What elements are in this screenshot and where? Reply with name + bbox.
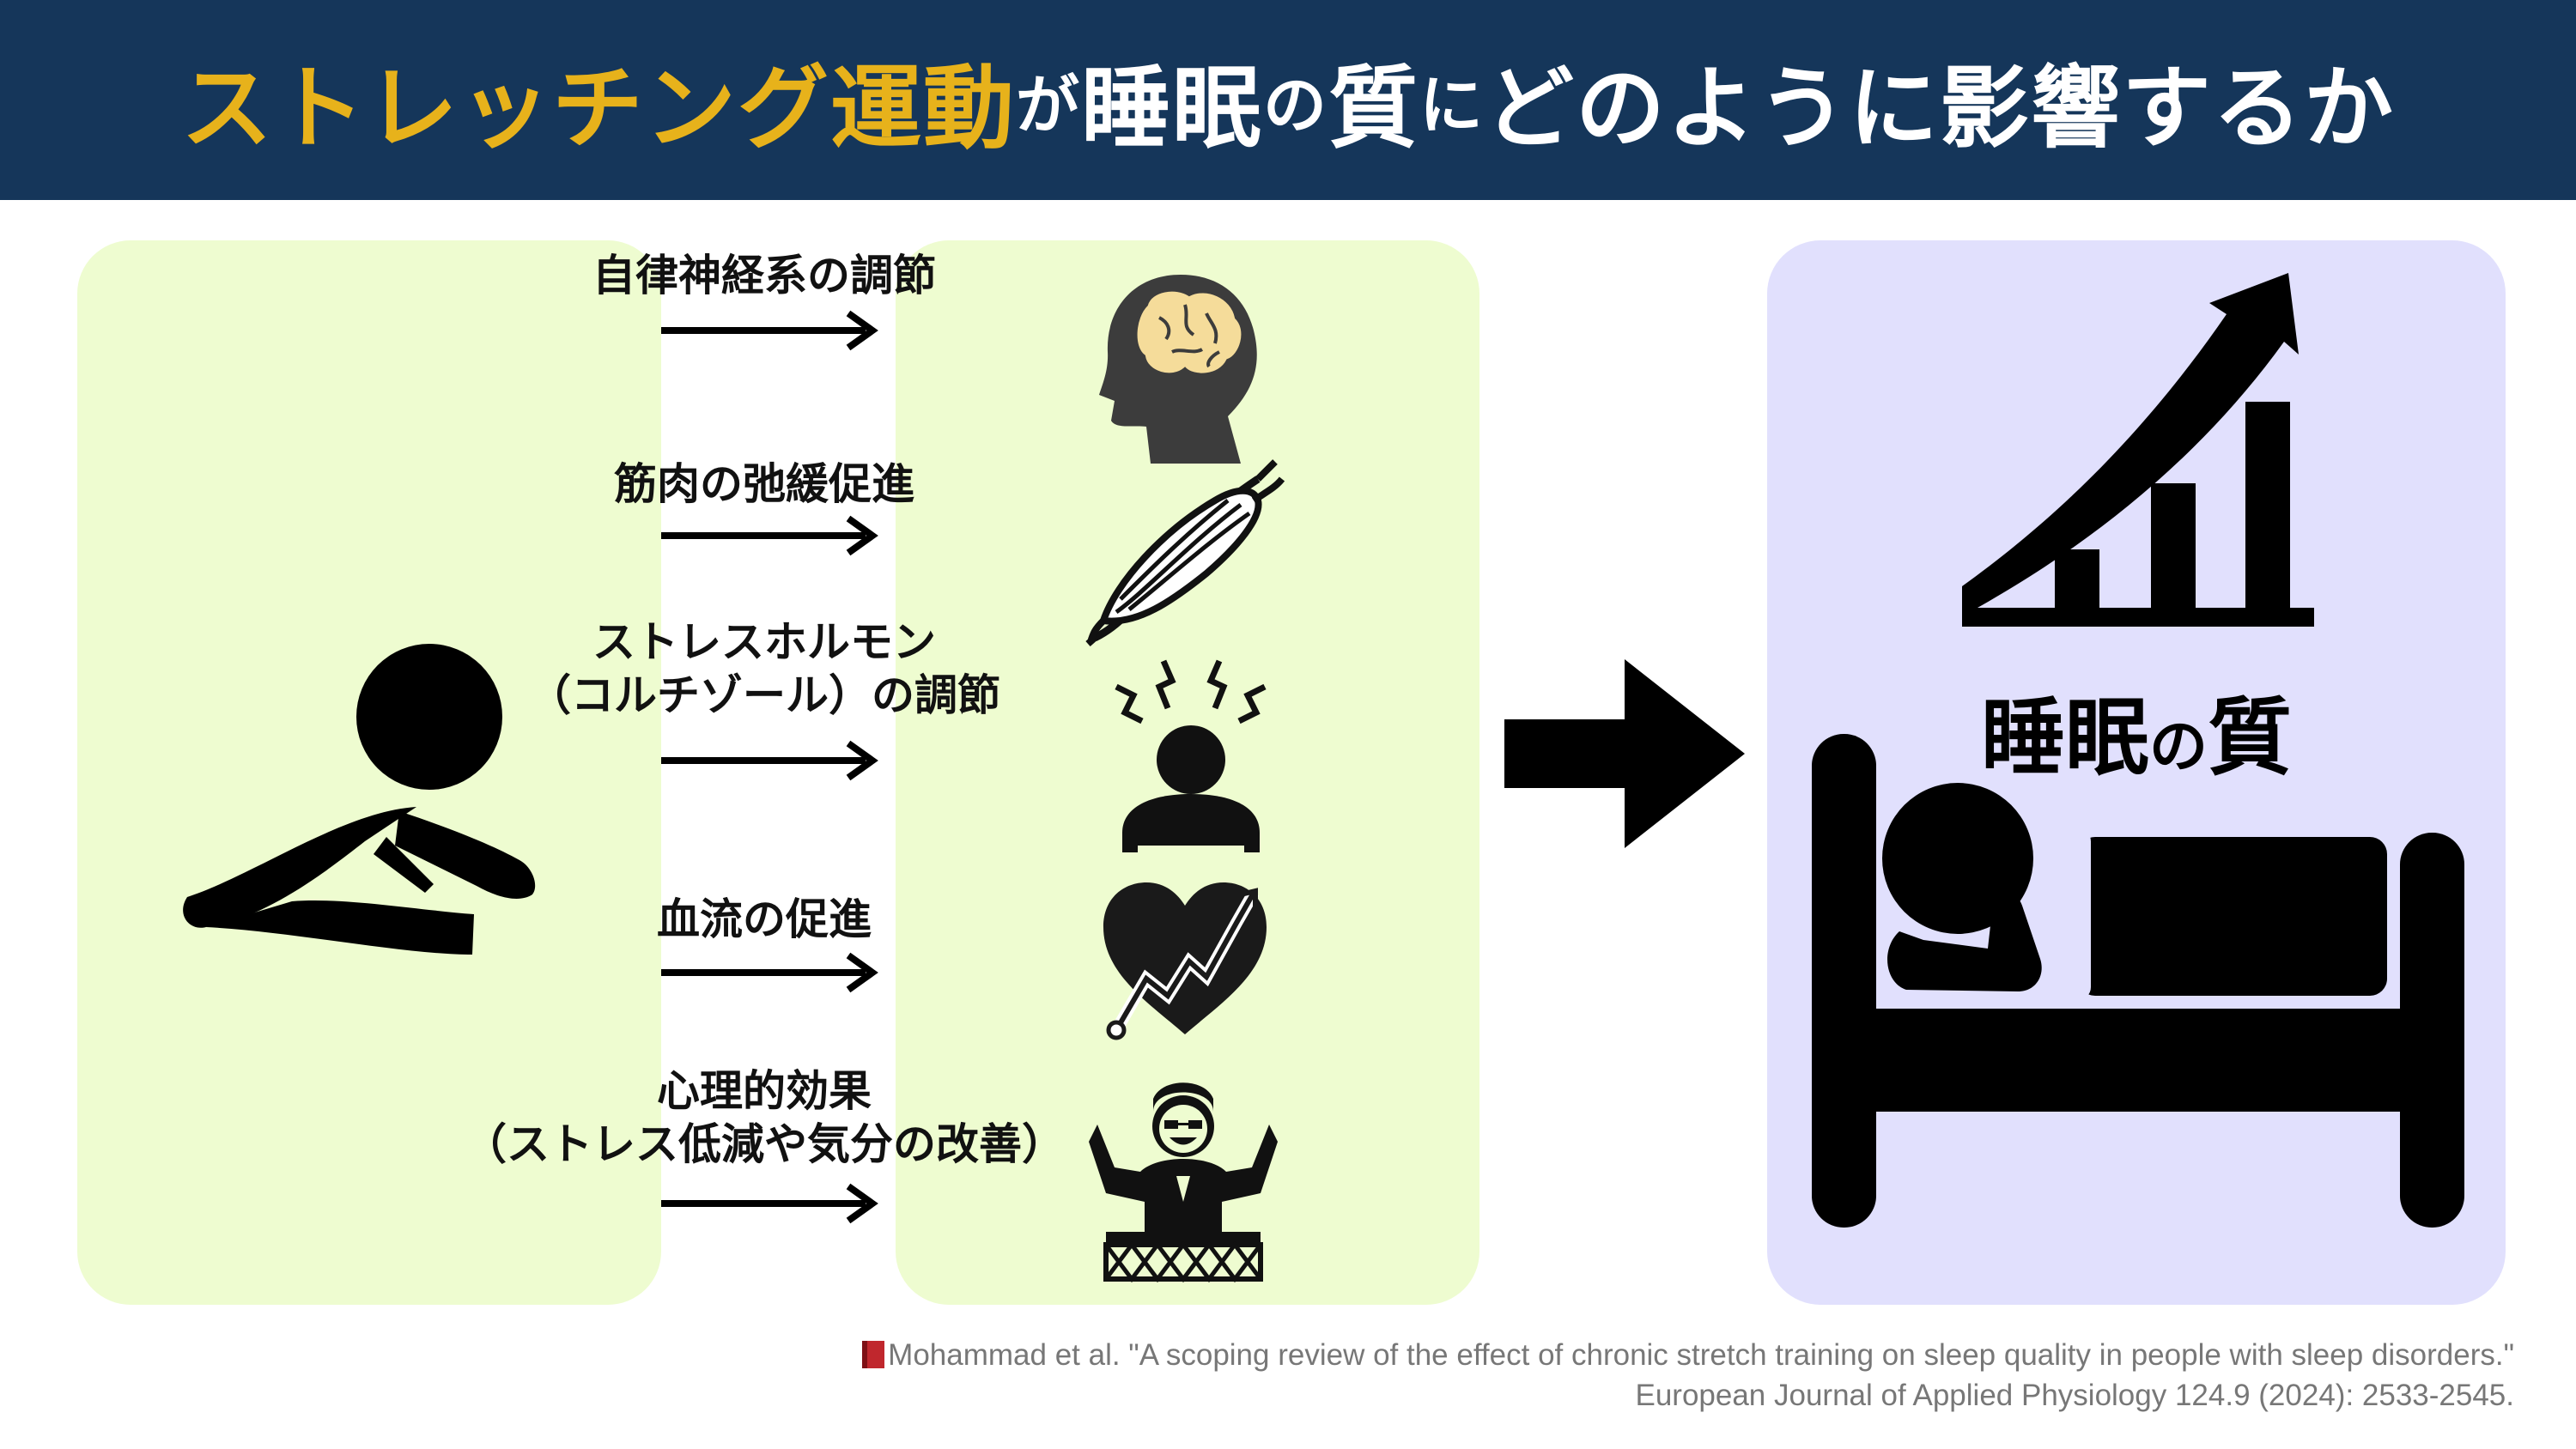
sleeping-person-bed-icon [1812,734,2464,1228]
title-part: に [1419,69,1485,142]
mechanism-label-psychological: 心理的効果 （ストレス低減や気分の改善） [464,1066,1065,1169]
mechanism-label-bloodflow: 血流の促進 [657,894,872,944]
mechanism-label-hormone: ストレスホルモン （コルチゾール）の調節 [528,617,1000,720]
title-part: 質 [1327,56,1419,161]
title-part: 睡眠 [1080,56,1263,161]
arrow-icon [661,515,878,556]
arrow-icon [661,1183,878,1224]
muscle-icon [1085,459,1285,647]
sleep-quality-label: 睡眠の質 [1980,689,2293,787]
header-bar [0,0,2576,200]
arrow-icon [661,952,878,993]
arrow-icon [661,310,878,351]
mechanism-label-autonomic: 自律神経系の調節 [592,251,936,300]
sleep-quality-panel [1767,240,2506,1305]
title-highlight: ストレッチング運動 [180,55,1016,161]
growth-chart-icon [1962,273,2314,627]
arrow-icon [661,740,878,781]
happy-person-icon [1089,1082,1278,1283]
book-icon [862,1341,885,1368]
citation-line-1: Mohammad et al. "A scoping review of the… [453,1336,2514,1375]
title-part: の [1262,69,1328,142]
big-right-arrow-icon [1504,659,1745,848]
mechanism-label-muscle: 筋肉の弛緩促進 [614,459,914,509]
citation-line-2: European Journal of Applied Physiology 1… [1635,1379,2514,1412]
title-part: どのように影響するか [1485,56,2396,161]
brain-head-icon [1099,275,1257,464]
title-part: が [1015,69,1081,142]
stretching-panel [77,240,661,1305]
heart-pulse-icon [1103,882,1267,1040]
page-title: ストレッチング運動 が 睡眠 の 質 に どのように影響するか [0,0,2576,200]
stretching-person-icon [183,644,536,955]
stressed-person-icon [1115,659,1267,852]
